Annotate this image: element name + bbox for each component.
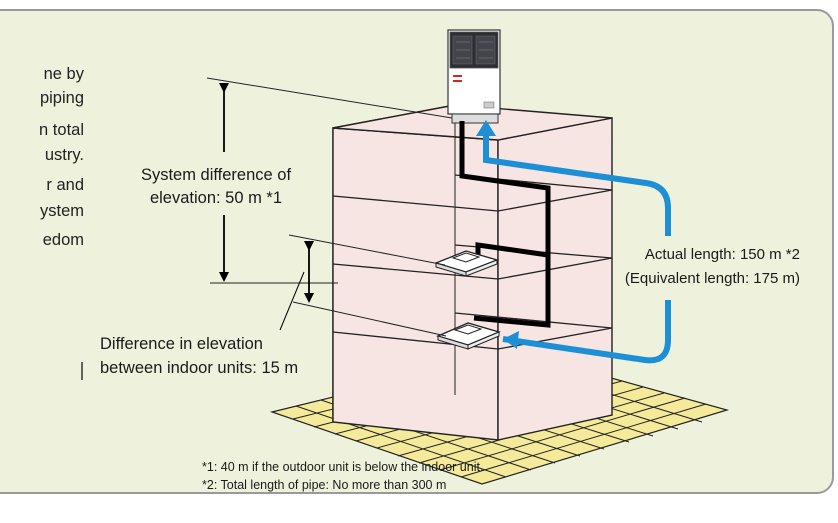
system-elevation-label-line2: elevation: 50 m *1 [150,189,282,207]
elevation-dimension-arrows [219,83,314,331]
intro-fragment: piping [40,89,84,107]
indoor-unit-upper [434,250,500,277]
refrigerant-pipe [459,121,551,328]
elevation-reference-lines [206,77,453,337]
intro-fragment: ne by [44,65,85,83]
floor-lines [332,174,613,350]
outdoor-unit [447,29,501,124]
footnote-1: *1: 40 m if the outdoor unit is below th… [202,460,483,474]
equivalent-length-label: (Equivalent length: 175 m) [625,270,800,287]
indoor-elevation-label-line1: Difference in elevation [100,335,263,353]
intro-fragment: n total [39,121,84,139]
diagram-labels: System difference of elevation: 50 m *1 … [100,166,800,377]
building-left-wall [332,127,499,441]
building [332,104,613,441]
intro-fragment: edom [43,231,84,249]
footnotes: *1: 40 m if the outdoor unit is below th… [202,460,483,492]
intro-fragment: ystem [40,202,84,220]
intro-text-fragments: ne by piping n total ustry. r and ystem … [39,65,85,249]
intro-fragment: ustry. [45,146,84,164]
indoor-elevation-label-line2: between indoor units: 15 m [100,359,298,377]
intro-fragment: r and [46,176,84,194]
actual-length-label: Actual length: 150 m *2 [645,246,800,263]
actual-length-arrow [476,120,671,364]
system-elevation-label-line1: System difference of [141,166,292,184]
indoor-unit-lower [436,322,501,350]
footnote-2: *2: Total length of pipe: No more than 3… [202,478,446,492]
